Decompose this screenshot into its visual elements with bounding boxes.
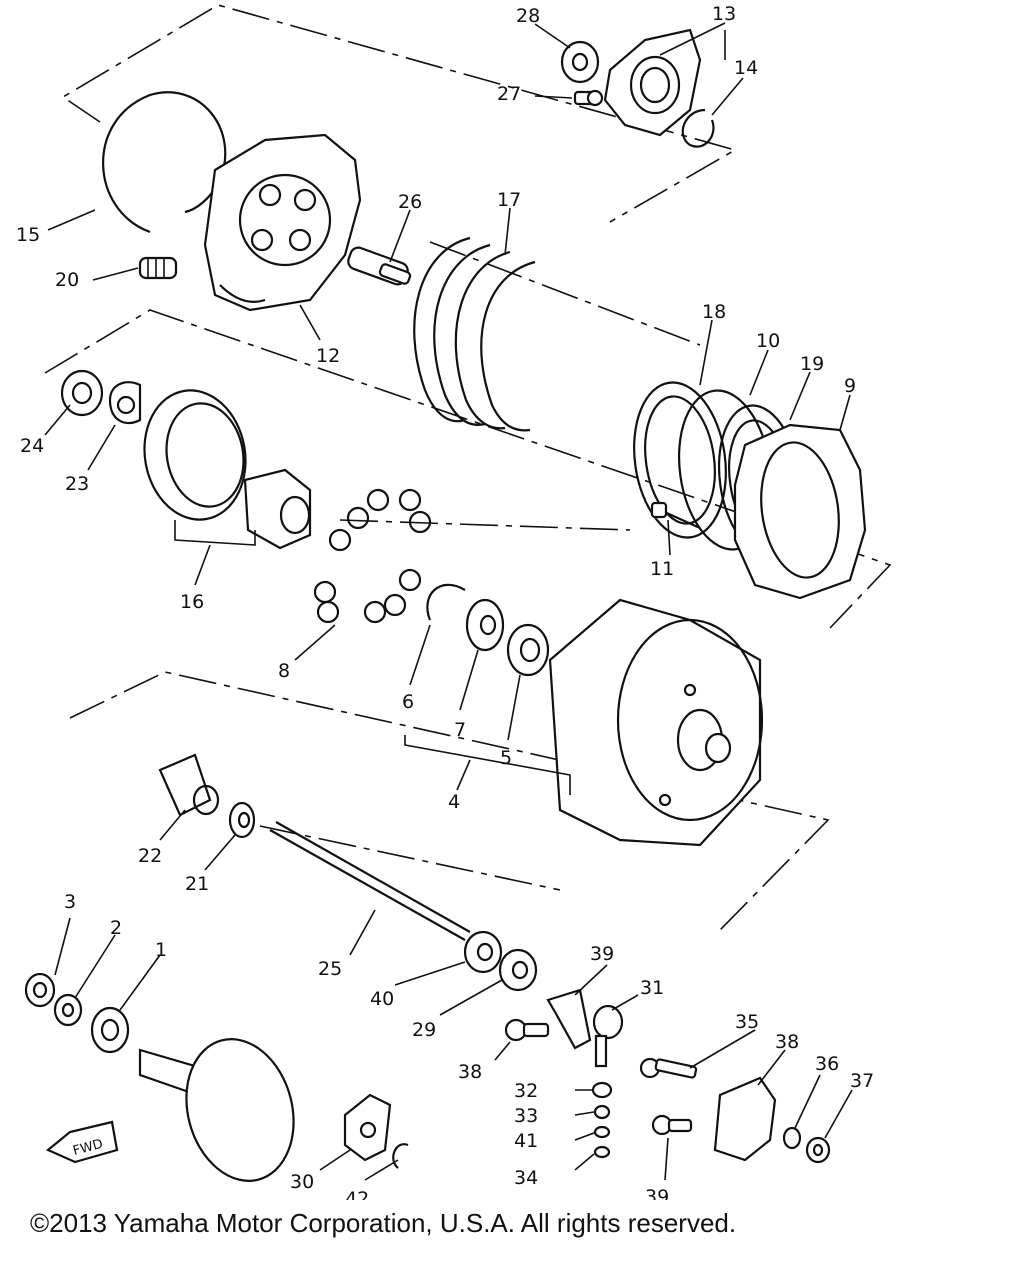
- callout-22: 22: [138, 845, 162, 867]
- part-37-nut: [805, 1136, 831, 1164]
- callout-7: 7: [454, 719, 466, 741]
- part-40-lever: [546, 988, 592, 1050]
- callout-41: 40: [370, 988, 394, 1010]
- part-41-washer: [463, 930, 503, 974]
- callout-12: 12: [316, 345, 340, 367]
- parts-32-33-42-34-washers: [591, 1081, 613, 1159]
- part-24-collar: [60, 369, 104, 417]
- part-12-shoe-plate: [203, 133, 362, 312]
- part-21-washer: [228, 801, 256, 839]
- callout-31: 31: [640, 977, 664, 999]
- part-26-push-pin: [347, 246, 412, 286]
- axis-line-clutch: [429, 241, 701, 346]
- callout-20: 20: [55, 269, 79, 291]
- part-27-screw: [573, 89, 604, 107]
- part-3-nut: [24, 972, 56, 1008]
- callout-27: 27: [497, 83, 521, 105]
- part-2-washer: [53, 993, 83, 1027]
- part-17-friction-plates: [413, 236, 536, 432]
- callout-26: 26: [398, 191, 422, 213]
- callout-11: 11: [650, 558, 674, 580]
- leader-lines: [44, 22, 853, 1181]
- assembly-frame-lower: [69, 671, 830, 931]
- callout-42: 41: [514, 1130, 538, 1152]
- callout-40: 39: [590, 943, 614, 965]
- callout-36: 36: [815, 1053, 839, 1075]
- callout-13: 13: [712, 3, 736, 25]
- axis-line-shaft: [259, 825, 561, 891]
- fwd-direction-arrow: FWD: [45, 1120, 119, 1164]
- part-22-gear-sleeve: [158, 753, 220, 817]
- axis-line-primary: [339, 519, 631, 531]
- part-9-pressure-plate: [733, 423, 867, 600]
- diagram-canvas: FWD: [16, 3, 892, 1210]
- crankshaft-and-flywheel: [138, 1038, 295, 1182]
- callout-32: 32: [514, 1080, 538, 1102]
- assembly-frame-middle: [44, 309, 892, 629]
- callout-19: 19: [800, 353, 824, 375]
- part-25-push-rod: [269, 821, 471, 941]
- callout-9: 9: [844, 375, 856, 397]
- callout-39-right: 39: [645, 1186, 669, 1200]
- part-36-washer: [782, 1126, 802, 1150]
- callout-14: 14: [734, 57, 758, 79]
- part-20-spring: [138, 256, 178, 280]
- callout-21: 21: [185, 873, 209, 895]
- part-11-bolt: [650, 501, 701, 530]
- callout-numbers: 28 13 14 27 15 20 26 17 12 18 10 19 9 11…: [16, 3, 874, 1210]
- part-16-one-way-clutch: [143, 389, 312, 550]
- part-5-bearing: [506, 623, 550, 677]
- part-14-circlip: [681, 108, 715, 148]
- part-8-balls: [313, 488, 432, 624]
- callout-43: 42: [345, 1188, 369, 1200]
- part-4-clutch-housing: [548, 598, 764, 847]
- part-30-cam: [343, 1093, 392, 1162]
- part-29-bearing: [498, 948, 538, 992]
- callout-23: 23: [65, 473, 89, 495]
- part-13-bearing-housing: [603, 28, 702, 137]
- callout-28: 28: [516, 5, 540, 27]
- callout-16: 16: [180, 591, 204, 613]
- callout-37: 37: [850, 1070, 874, 1092]
- callout-25: 25: [318, 958, 342, 980]
- part-35-bolt: [639, 1057, 698, 1079]
- callout-15: 15: [16, 224, 40, 246]
- callout-10: 10: [756, 330, 780, 352]
- callout-18: 18: [702, 301, 726, 323]
- callout-34: 34: [514, 1167, 538, 1189]
- callout-24: 24: [20, 435, 44, 457]
- callout-33: 33: [514, 1105, 538, 1127]
- part-39-bolt-right: [651, 1114, 693, 1136]
- part-31-union: [592, 1004, 624, 1068]
- part-39-bolt-left: [504, 1018, 550, 1042]
- callout-5: 5: [500, 747, 512, 769]
- part-23-lock-washer: [108, 381, 142, 425]
- assembly-frame-upper: [61, 4, 738, 223]
- callout-8: 8: [278, 660, 290, 682]
- part-43-circlip: [392, 1143, 409, 1169]
- part-7-washer: [465, 598, 505, 652]
- callout-1: 1: [155, 939, 167, 961]
- part-28-bearing: [560, 40, 600, 84]
- callout-38: 38: [775, 1031, 799, 1053]
- callout-35: 35: [735, 1011, 759, 1033]
- callout-2: 2: [110, 917, 122, 939]
- callout-3: 3: [64, 891, 76, 913]
- callout-39-left: 38: [458, 1061, 482, 1083]
- callout-29: 29: [412, 1019, 436, 1041]
- callout-6: 6: [402, 691, 414, 713]
- part-15-wire-circlip: [102, 91, 227, 234]
- part-1-gear: [90, 1006, 130, 1054]
- callout-4: 4: [448, 791, 460, 813]
- copyright-notice: ©2013 Yamaha Motor Corporation, U.S.A. A…: [30, 1208, 737, 1238]
- part-38-bracket: [713, 1076, 777, 1162]
- part-6-circlip: [426, 583, 466, 621]
- callout-17: 17: [497, 189, 521, 211]
- callout-30: 30: [290, 1171, 314, 1193]
